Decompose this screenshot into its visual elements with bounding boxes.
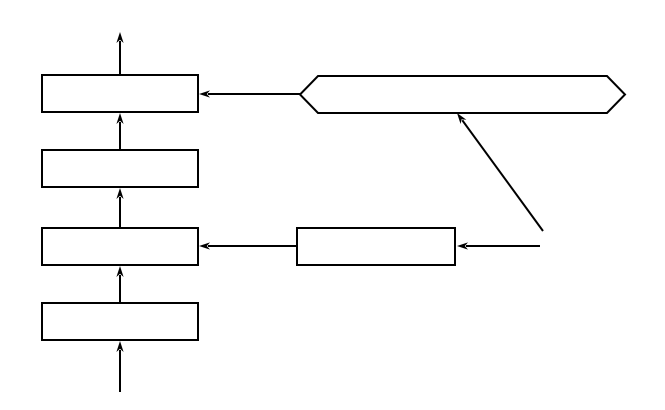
edge-edge-second-to-top <box>116 113 124 150</box>
edge-arrowhead-icon <box>116 341 124 352</box>
edge-line <box>461 119 544 232</box>
node-shape-rect <box>41 74 199 113</box>
node-shape-rect <box>41 149 199 188</box>
node-shape-rect <box>41 227 199 266</box>
edge-arrowhead-icon <box>116 266 124 277</box>
edge-edge-out-top <box>116 32 124 75</box>
edge-edge-in-bottom <box>116 341 124 392</box>
node-box-small-right[interactable] <box>296 227 456 266</box>
edge-arrowhead-icon <box>116 32 124 43</box>
edge-edge-diagonal-to-hexagon <box>457 113 544 232</box>
edge-edge-in-smallbox <box>457 242 540 250</box>
edge-edge-hexagon-to-top <box>199 90 300 98</box>
edge-edge-smallbox-to-third <box>199 242 297 250</box>
node-hexagon-right[interactable] <box>298 75 627 114</box>
node-box-second[interactable] <box>41 149 199 188</box>
node-shape-hexagon <box>298 75 627 114</box>
edge-arrowhead-icon <box>199 90 210 98</box>
node-shape-rect <box>41 302 199 341</box>
edge-arrowhead-icon <box>199 242 210 250</box>
edge-arrowhead-icon <box>116 188 124 199</box>
node-shape-rect <box>296 227 456 266</box>
node-box-top[interactable] <box>41 74 199 113</box>
edge-edge-third-to-second <box>116 188 124 228</box>
node-box-third[interactable] <box>41 227 199 266</box>
edge-arrowhead-icon <box>116 113 124 124</box>
node-box-bottom[interactable] <box>41 302 199 341</box>
edge-edge-bottom-to-third <box>116 266 124 303</box>
edge-arrowhead-icon <box>457 242 468 250</box>
edge-arrowhead-icon <box>457 113 467 125</box>
